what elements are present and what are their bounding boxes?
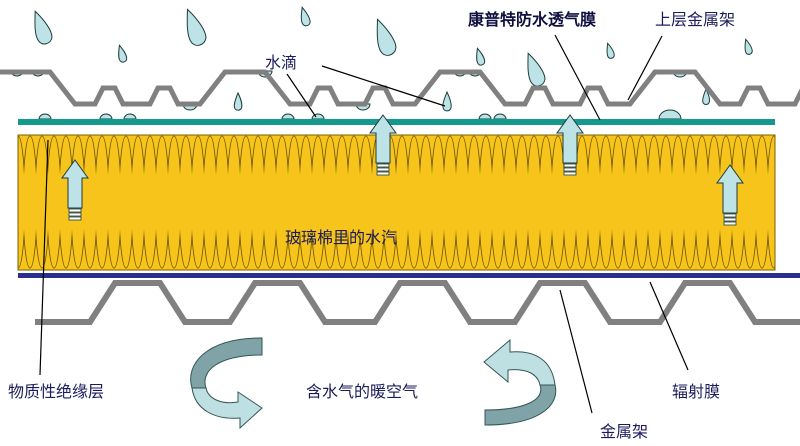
water-bead: [123, 113, 137, 120]
water-drop: [476, 47, 486, 66]
water-drop: [376, 18, 397, 56]
label-water-drops: 水滴: [265, 53, 298, 72]
vapor-up-arrow: [716, 164, 744, 226]
water-drop: [186, 8, 207, 46]
waterproof-breathable-membrane: [18, 119, 775, 125]
water-bead: [38, 113, 52, 120]
glass-wool-insulation: [17, 134, 776, 271]
water-bead: [658, 109, 682, 120]
water-drop: [702, 87, 710, 105]
water-bead: [478, 113, 492, 120]
water-bead: [99, 113, 113, 120]
vapor-up-arrow: [556, 114, 584, 176]
vapor-up-arrow: [61, 159, 89, 221]
radiant-film: [18, 273, 800, 278]
label-insulation: 物质性绝缘层: [8, 382, 105, 401]
water-drop: [744, 38, 753, 55]
water-drop: [34, 10, 53, 45]
water-drop: [606, 42, 615, 59]
label-warm-air: 含水气的暖空气: [306, 382, 419, 401]
leader-lines: [39, 34, 689, 414]
vapor-arrows: [61, 114, 744, 226]
label-radiant-film: 辐射膜: [672, 382, 721, 401]
label-vapor: 玻璃棉里的水汽: [285, 228, 398, 247]
water-drop: [300, 6, 311, 27]
circulation-arrow-left: [190, 337, 263, 430]
circulation-arrow-right: [483, 338, 557, 426]
water-drop: [233, 91, 243, 111]
label-metal-frame: 金属架: [600, 422, 649, 441]
water-drop: [527, 52, 546, 87]
water-drop: [442, 90, 452, 112]
lower-metal-frame: [35, 280, 800, 325]
label-upper-frame: 上层金属架: [655, 10, 736, 29]
label-membrane: 康普特防水透气膜: [468, 10, 597, 29]
upper-metal-frame: [0, 69, 800, 107]
vapor-up-arrow: [369, 114, 397, 176]
water-drop: [118, 44, 128, 63]
water-drops: [10, 6, 753, 120]
water-bead: [281, 113, 295, 120]
water-bead: [493, 113, 507, 120]
